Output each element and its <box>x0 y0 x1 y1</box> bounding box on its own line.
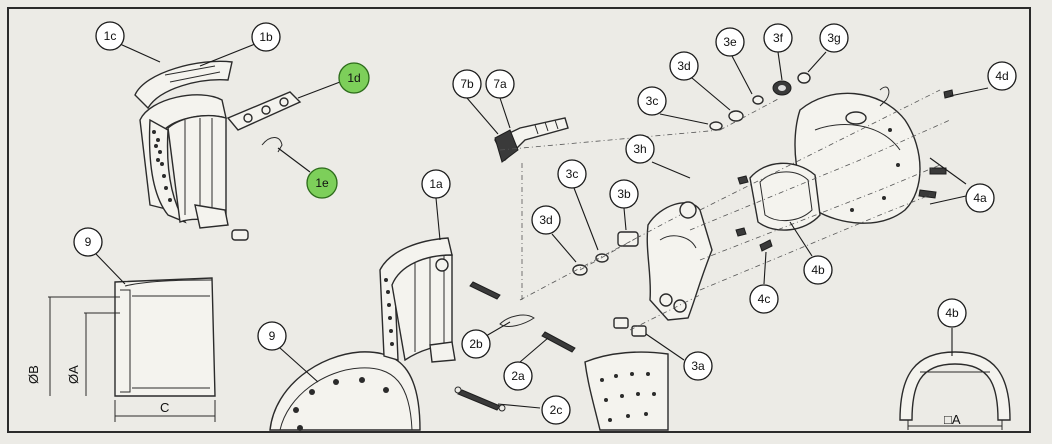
svg-text:4d: 4d <box>995 69 1008 83</box>
dust-shield-profile-detail <box>899 351 1011 430</box>
spring-2c <box>454 386 506 412</box>
svg-text:3h: 3h <box>633 142 646 156</box>
drum-section-left <box>48 277 216 422</box>
svg-text:2b: 2b <box>469 337 483 351</box>
callout-2c: 2c <box>541 395 571 425</box>
dust-shield-4b <box>749 162 821 231</box>
callout-3f: 3f <box>763 23 793 53</box>
callout-4d: 4d <box>987 61 1017 91</box>
spring-2b <box>499 314 535 327</box>
svg-text:1c: 1c <box>104 29 117 43</box>
ring-3g <box>797 72 811 84</box>
callout-1a: 1a <box>421 169 451 199</box>
svg-text:4b: 4b <box>945 306 959 320</box>
axis-lines <box>499 89 951 331</box>
brake-drum <box>269 351 421 431</box>
callout-3d-top: 3d <box>669 51 699 81</box>
callout-7a: 7a <box>485 69 515 99</box>
dim-diameter-b: ØB <box>26 365 41 384</box>
dim-width-c: C <box>160 400 169 415</box>
bolts-4a <box>735 167 947 237</box>
washer-3e <box>752 95 764 105</box>
leader-lines <box>95 43 989 409</box>
callout-2a: 2a <box>503 361 533 391</box>
diagram-frame <box>7 7 1031 433</box>
callout-4c: 4c <box>749 284 779 314</box>
roller-pin-left <box>231 229 249 241</box>
callout-3h: 3h <box>625 134 655 164</box>
callout-3g: 3g <box>819 23 849 53</box>
svg-text:3d: 3d <box>677 59 690 73</box>
spider-bracket <box>613 201 713 337</box>
bolt-4c <box>759 239 773 252</box>
lining-plate-1b <box>134 60 233 110</box>
svg-text:4a: 4a <box>973 191 987 205</box>
callout-9-left: 9 <box>73 227 103 257</box>
svg-text:4c: 4c <box>758 292 771 306</box>
svg-text:1a: 1a <box>429 177 443 191</box>
bushing-3b <box>617 231 639 247</box>
callout-1c: 1c <box>95 21 125 51</box>
callout-3a: 3a <box>683 351 713 381</box>
svg-text:3f: 3f <box>773 31 784 45</box>
callout-1d: 1d <box>338 62 370 94</box>
callout-3c: 3c <box>557 159 587 189</box>
svg-text:2a: 2a <box>511 369 525 383</box>
washer-3c-top <box>709 121 723 131</box>
callout-3e: 3e <box>715 27 745 57</box>
svg-text:3a: 3a <box>691 359 705 373</box>
svg-text:3c: 3c <box>646 94 659 108</box>
svg-text:7b: 7b <box>460 77 474 91</box>
svg-text:4b: 4b <box>811 263 825 277</box>
dim-box-a: □A <box>944 412 961 427</box>
callout-3b: 3b <box>609 179 639 209</box>
svg-text:3g: 3g <box>827 31 840 45</box>
callout-4a: 4a <box>965 183 995 213</box>
clip-1e <box>261 137 283 153</box>
svg-text:1b: 1b <box>259 30 273 44</box>
callout-1b: 1b <box>251 22 281 52</box>
dim-diameter-a: ØA <box>66 365 81 384</box>
camshaft <box>494 117 569 163</box>
svg-text:1d: 1d <box>347 71 360 85</box>
callout-7b: 7b <box>452 69 482 99</box>
brake-shoe-center <box>379 237 456 363</box>
svg-text:3c: 3c <box>566 167 579 181</box>
svg-text:3e: 3e <box>723 35 737 49</box>
callout-9: 9 <box>257 321 287 351</box>
svg-text:2c: 2c <box>550 403 563 417</box>
callout-3d: 3d <box>531 205 561 235</box>
callout-2b: 2b <box>461 329 491 359</box>
svg-text:9: 9 <box>269 329 276 343</box>
callout-4b: 4b <box>803 255 833 285</box>
washer-3c <box>595 253 609 263</box>
svg-text:7a: 7a <box>493 77 507 91</box>
svg-text:3b: 3b <box>617 187 631 201</box>
spring-2a <box>541 331 576 353</box>
brake-shoe-left <box>139 94 229 229</box>
svg-text:9: 9 <box>85 235 92 249</box>
clip-4d <box>879 86 954 107</box>
svg-text:1e: 1e <box>315 176 329 190</box>
spring-small <box>469 281 501 300</box>
svg-text:3d: 3d <box>539 213 552 227</box>
nut-3f <box>772 80 792 96</box>
callout-1e: 1e <box>306 167 338 199</box>
brake-lining <box>584 351 669 431</box>
pin-plate-1d <box>226 91 302 131</box>
washer-3d-top <box>728 110 744 122</box>
callout-4b-detail: 4b <box>937 298 967 328</box>
callout-3c-top: 3c <box>637 86 667 116</box>
